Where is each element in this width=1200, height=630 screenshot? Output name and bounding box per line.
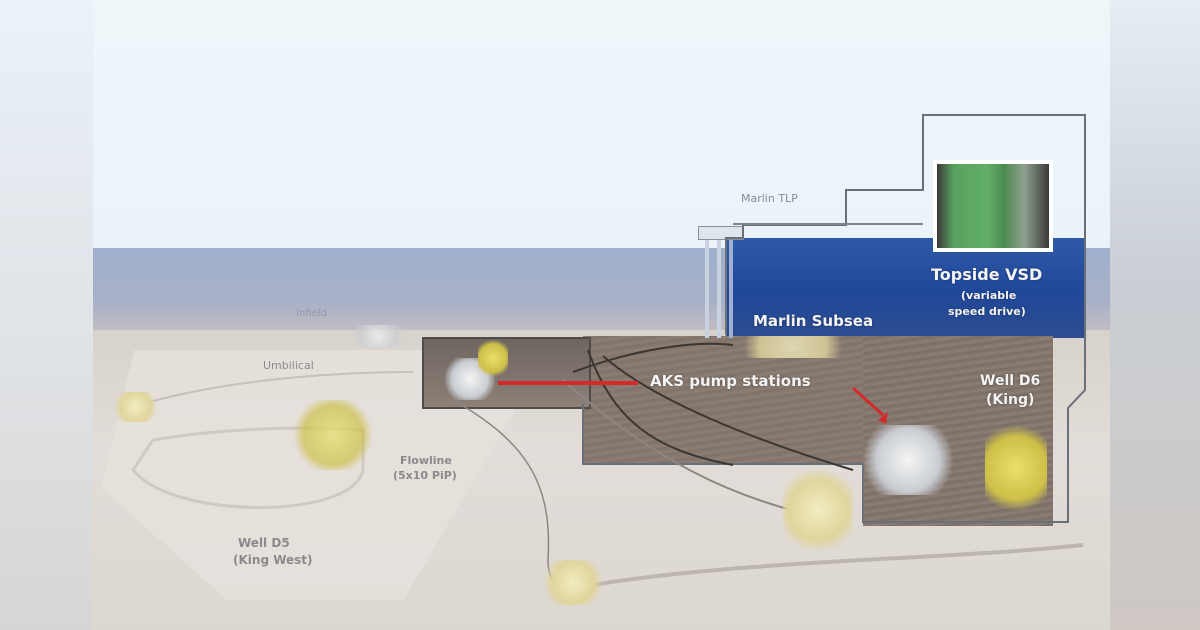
well-d5-tree <box>293 400 373 470</box>
label-well-d6-king: (King) <box>986 392 1035 408</box>
label-aks-pump-stations: AKS pump stations <box>650 372 811 390</box>
label-well-d6: Well D6 <box>980 373 1041 389</box>
label-well-d5-king-west: (King West) <box>233 553 313 567</box>
aks-pump-station <box>863 425 953 495</box>
label-topside-vsd-sub2: speed drive) <box>948 305 1026 318</box>
right-blur-panel <box>1110 0 1200 630</box>
marlin-subsea-equipment <box>733 336 853 358</box>
infield-structure <box>348 325 408 347</box>
label-infield: Infield <box>296 308 327 319</box>
subsea-manifold <box>783 470 853 550</box>
well-d6-tree <box>985 420 1047 516</box>
label-flowline: Flowline <box>400 454 452 467</box>
label-marlin-tlp: Marlin TLP <box>741 192 798 205</box>
tlp-leg <box>729 238 733 338</box>
topside-vsd-photo <box>933 160 1053 252</box>
tlp-leg <box>705 238 709 338</box>
callout-outline <box>122 114 1086 588</box>
well-d5-satellite <box>113 392 158 422</box>
manifold-inset <box>478 338 508 378</box>
label-topside-vsd-sub1: (variable <box>961 289 1017 302</box>
label-umbilical: Umbilical <box>263 359 314 372</box>
focus-water-column <box>726 238 1084 338</box>
label-topside-vsd: Topside VSD <box>931 265 1043 284</box>
subsea-tree-south <box>543 560 603 605</box>
subsea-diagram: Marlin TLP Topside VSD (variable speed d… <box>93 0 1110 630</box>
label-marlin-subsea: Marlin Subsea <box>753 312 874 330</box>
tlp-leg <box>717 238 721 338</box>
label-well-d5: Well D5 <box>238 536 290 550</box>
left-blur-panel <box>0 0 93 630</box>
label-flowline-spec: (5x10 PiP) <box>393 469 457 482</box>
